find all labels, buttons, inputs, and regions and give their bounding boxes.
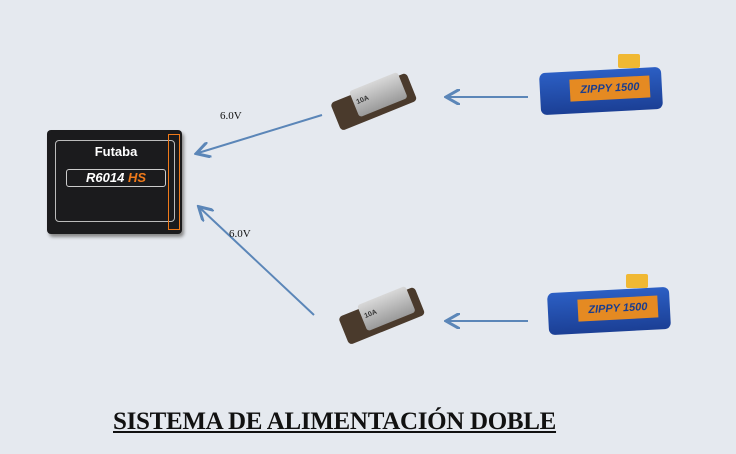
voltage-label-top: 6.0V xyxy=(220,110,242,122)
arrow-regulator2-to-receiver xyxy=(200,208,315,316)
receiver-brand: Futaba xyxy=(94,144,138,159)
receiver-model: R6014 HS xyxy=(66,169,166,187)
arrow-regulator1-to-receiver xyxy=(198,114,323,153)
battery-top-image: ZIPPY 1500 xyxy=(538,54,665,116)
receiver-image: Futaba R6014 HS xyxy=(47,130,182,234)
receiver-pins xyxy=(168,134,180,230)
diagram-title: SISTEMA DE ALIMENTACIÓN DOBLE xyxy=(113,408,557,435)
voltage-label-bottom: 6.0V xyxy=(229,228,251,240)
battery-bottom-image: ZIPPY 1500 xyxy=(546,274,673,336)
